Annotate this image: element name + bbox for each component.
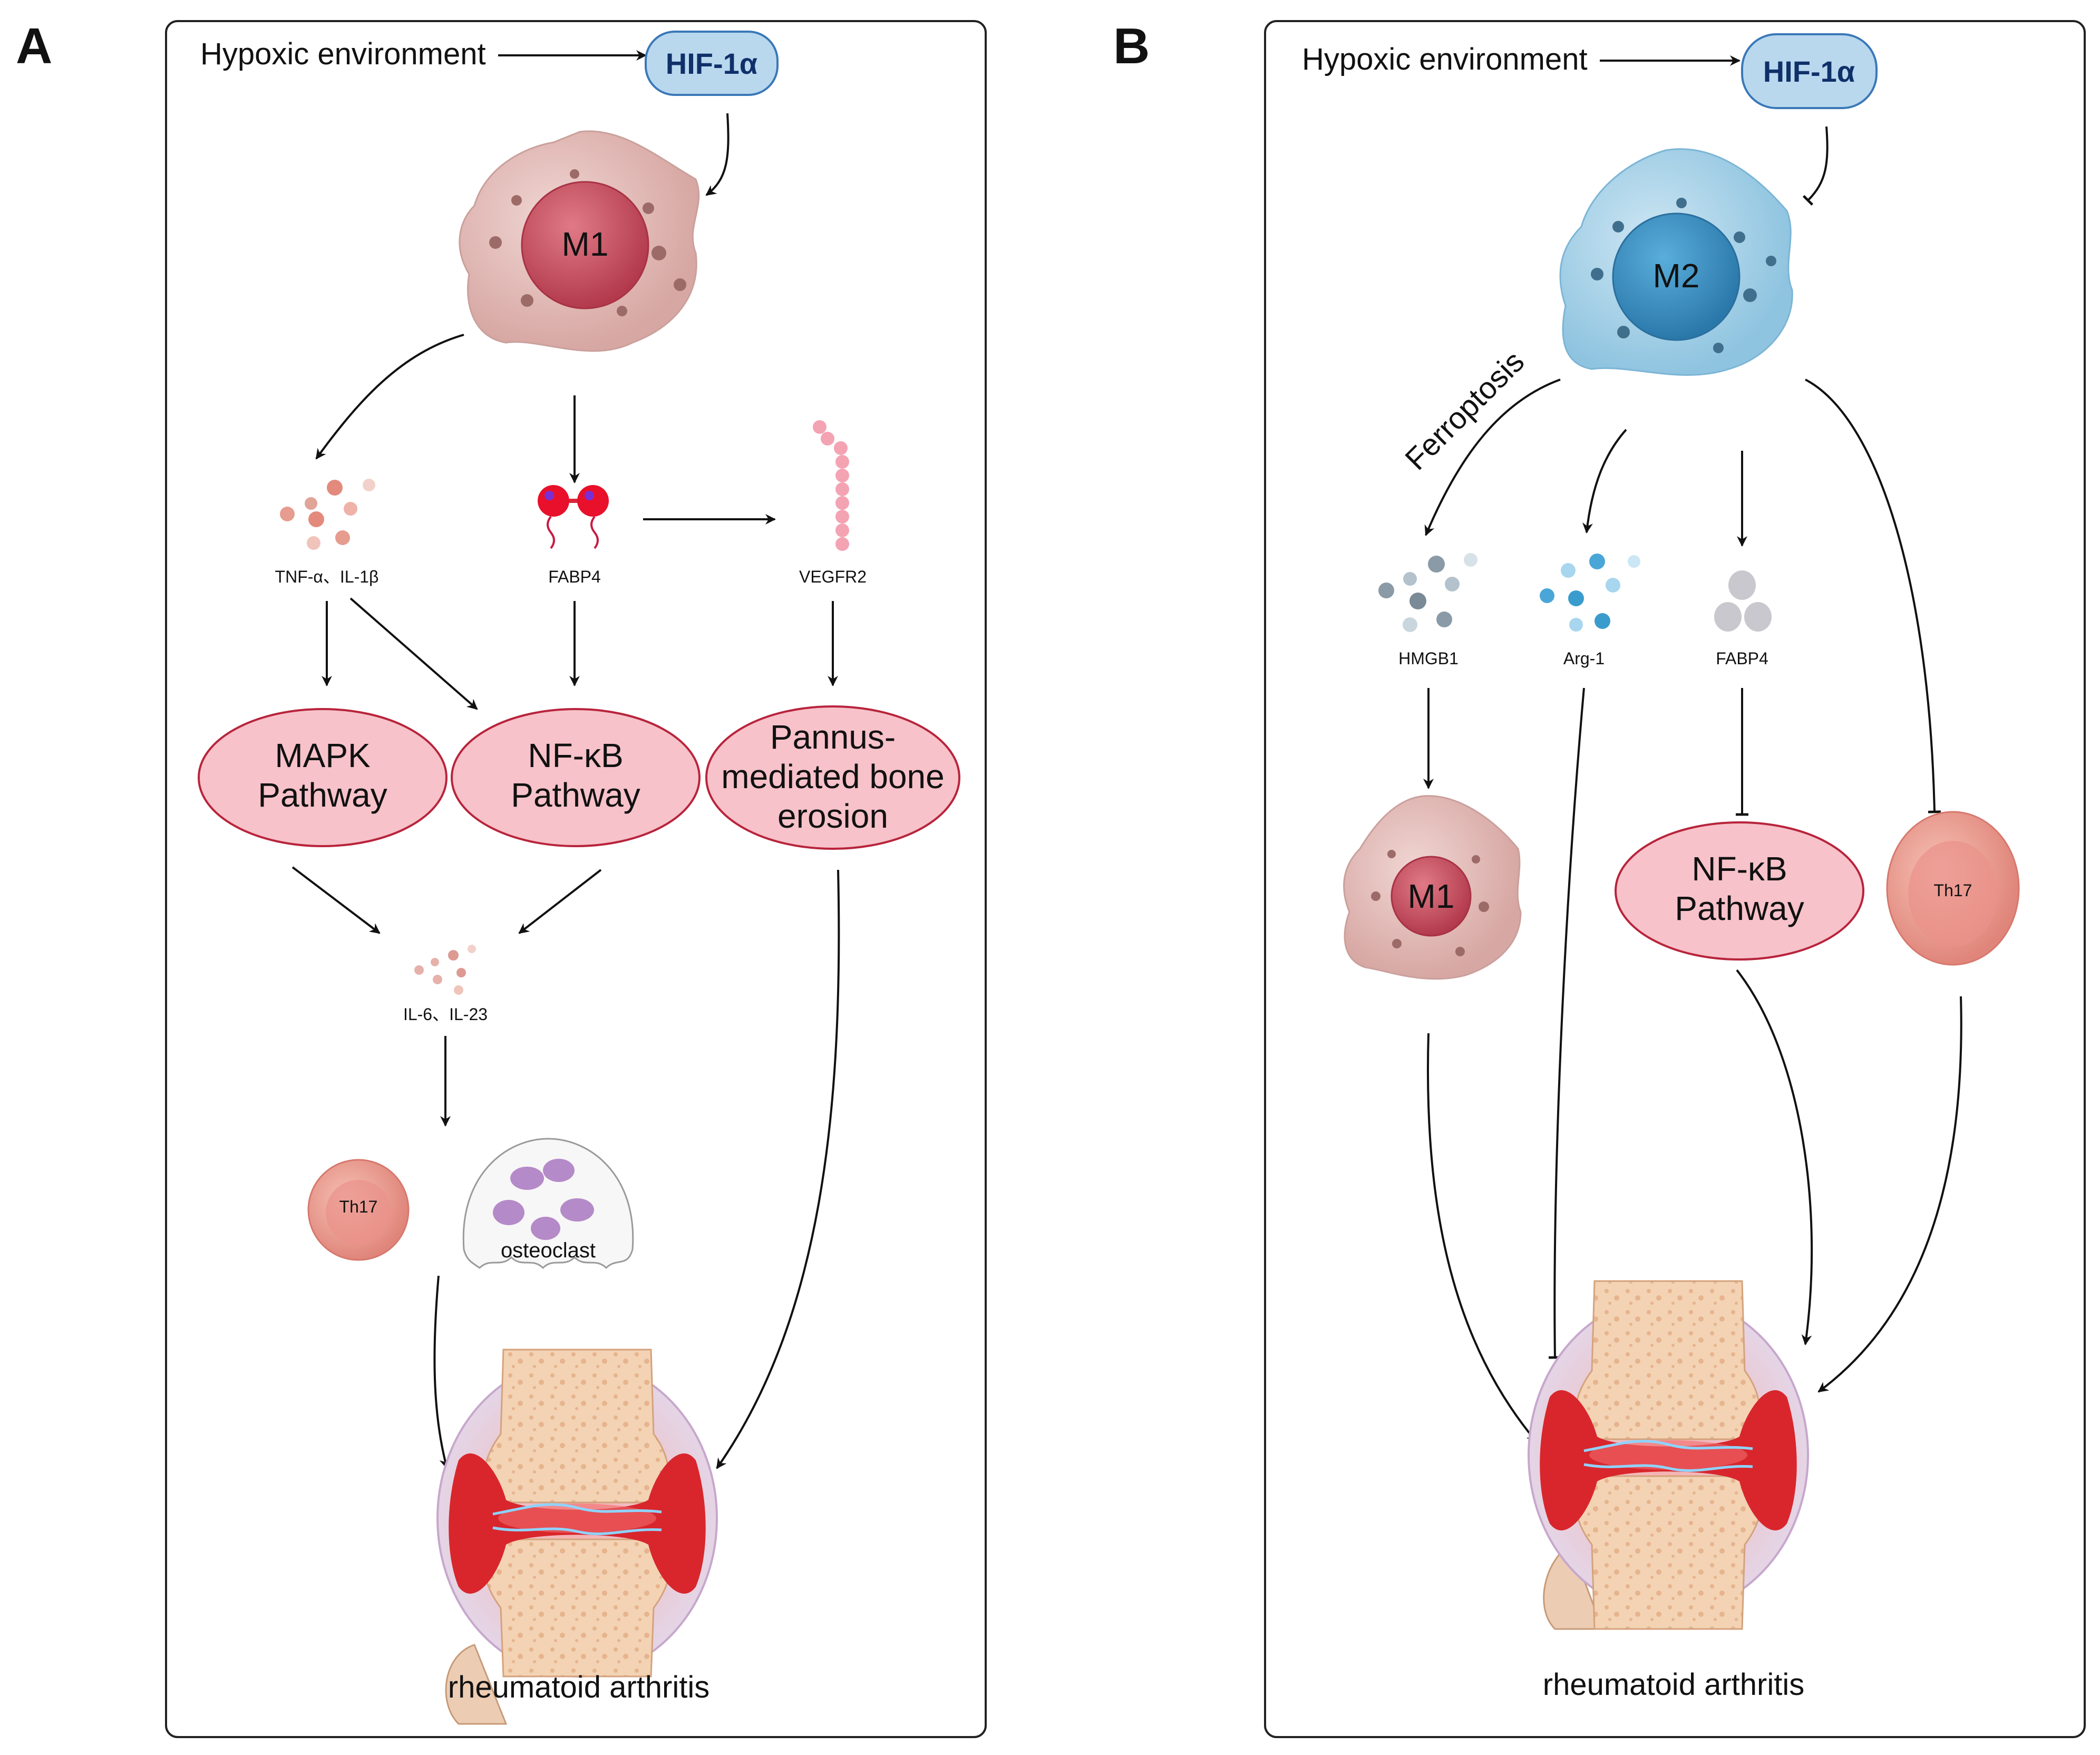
- panel-a-th17-label: Th17: [339, 1197, 378, 1216]
- panel-a-il6-il23-label: IL-6、IL-23: [403, 1005, 488, 1024]
- panel-a-nfkb-pathway: NF-κB Pathway: [451, 708, 701, 847]
- panel-b-hmgb1-cluster: [1378, 553, 1477, 632]
- panel-b-hmgb1-label: HMGB1: [1398, 649, 1459, 668]
- panel-a-m1-label: M1: [562, 225, 609, 263]
- panel-a-arrow-pannus-joint: [716, 869, 840, 1469]
- panel-a-frame: [165, 20, 987, 1738]
- panel-a-mapk-line2: Pathway: [258, 776, 387, 814]
- panel-a-tnf-il1b-label: TNF-α、IL-1β: [275, 567, 379, 586]
- panel-a-pannus-line2: mediated bone: [721, 758, 944, 796]
- panel-b-fabp4-icon: [1714, 570, 1772, 632]
- panel-a-pannus-erosion: Pannus- mediated bone erosion: [705, 705, 960, 850]
- panel-a-hif-box: HIF-1α: [645, 31, 779, 96]
- panel-b-nfkb-line1: NF-κB: [1691, 850, 1787, 888]
- panel-a-nfkb-line1: NF-κB: [528, 736, 623, 774]
- panel-b-arrow-nfkb-joint: [1736, 969, 1813, 1345]
- panel-b-arrow-th17-joint: [1817, 996, 1962, 1393]
- panel-a-cytokine-cluster-2: [414, 945, 476, 995]
- panel-a-arthritic-joint: [436, 1349, 718, 1725]
- panel-a-hypoxic-label: Hypoxic environment: [200, 37, 486, 71]
- panel-b-inhibit-hif-m2: [1802, 126, 1829, 206]
- panel-a-arrow-m1-cytokines: [315, 334, 464, 460]
- panel-a-osteoclast: osteoclast: [462, 1138, 634, 1269]
- panel-a-fabp4-label: FABP4: [548, 567, 601, 586]
- panel-a-vegfr2-icon: [813, 420, 849, 551]
- panel-a-cytokine-cluster-1: [280, 479, 375, 550]
- panel-b-hypoxic-label: Hypoxic environment: [1302, 42, 1588, 76]
- panel-b-m2-label: M2: [1653, 257, 1700, 295]
- panel-b-fabp4-label: FABP4: [1716, 649, 1768, 668]
- panel-a-mapk-pathway: MAPK Pathway: [198, 708, 448, 847]
- panel-b-inhibit-arg1-joint: [1548, 687, 1585, 1359]
- panel-b-th17-cell: Th17: [1886, 811, 2020, 966]
- panel-a-nfkb-line2: Pathway: [511, 776, 640, 814]
- panel-b-m1-macrophage: M1: [1343, 795, 1522, 980]
- panel-b-outcome-label: rheumatoid arthritis: [1543, 1667, 1804, 1702]
- panel-b-arrow-m2-arg1: [1582, 429, 1627, 534]
- panel-b-m2-macrophage: M2: [1559, 148, 1793, 376]
- panel-b-arrow-m1-joint: [1426, 1033, 1538, 1443]
- panel-a-arrow-hif-m1: [705, 113, 730, 196]
- panel-b-m1-label: M1: [1408, 877, 1455, 915]
- panel-b-arg1-cluster: [1540, 554, 1640, 632]
- panel-a-th17-cell: Th17: [307, 1159, 410, 1261]
- panel-a-hif-label: HIF-1α: [666, 47, 757, 80]
- panel-b-nfkb-pathway: NF-κB Pathway: [1615, 821, 1864, 961]
- panel-b-hif-label: HIF-1α: [1763, 55, 1855, 88]
- panel-a-mapk-line1: MAPK: [275, 736, 370, 774]
- panel-b-arrow-m2-hmgb1: [1424, 379, 1561, 536]
- panel-a-osteoclast-label: osteoclast: [501, 1239, 596, 1262]
- panel-a-arrow-nfkb-il6: [518, 869, 602, 934]
- panel-a-arrow-cytokines-nfkb: [349, 597, 478, 710]
- panel-a-fabp4-icon: [538, 485, 609, 549]
- panel-b-th17-label: Th17: [1934, 881, 1972, 900]
- panel-b-inhibit-m2-th17: [1805, 379, 1941, 813]
- panel-a-pannus-line3: erosion: [777, 797, 888, 835]
- panel-a-arrow-mapk-il6: [291, 866, 381, 934]
- panel-b-arg1-label: Arg-1: [1563, 649, 1605, 668]
- panel-a-m1-macrophage: M1: [459, 130, 700, 352]
- panel-a-letter: A: [16, 18, 52, 74]
- panel-b-letter: B: [1113, 18, 1150, 74]
- panel-a-outcome-label: rheumatoid arthritis: [448, 1670, 709, 1704]
- panel-b-nfkb-line2: Pathway: [1675, 889, 1804, 927]
- panel-a-arrow-effectors-joint: [433, 1275, 450, 1469]
- panel-b-arthritic-joint: [1528, 1280, 1809, 1630]
- panel-a-vegfr2-label: VEGFR2: [799, 567, 867, 586]
- panel-a-pannus-line1: Pannus-: [770, 718, 896, 756]
- panel-b-hif-box: HIF-1α: [1741, 33, 1878, 109]
